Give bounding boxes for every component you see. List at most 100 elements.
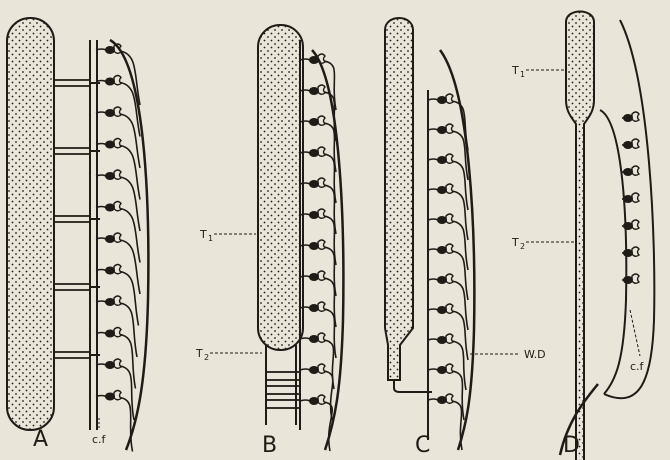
panel-d-unit-funnel (632, 193, 639, 202)
panel-a-unit-funnel (114, 359, 121, 368)
panel-c-vas-efferens (394, 380, 432, 392)
panel-d-cf-label: c.f (630, 360, 645, 373)
panel-b-t1-label: T (199, 228, 207, 241)
panel-a-unit (96, 296, 137, 357)
panel-b-t2-sub: 2 (204, 353, 209, 362)
panel-c-unit (428, 184, 468, 240)
panel-b-unit-stalk (300, 400, 310, 401)
panel-b-unit-stalk (300, 183, 310, 184)
panel-b-unit-funnel (318, 395, 325, 404)
panel-a-unit-stalk (96, 238, 106, 239)
panel-b-lower-segments (266, 372, 300, 408)
panel-c-unit-stalk (428, 129, 438, 130)
panel-b-lower-segment (266, 386, 300, 394)
panel-a-unit-tubule (120, 335, 136, 389)
panel-c-unit (428, 274, 468, 330)
panel-b-unit-stalk (300, 121, 310, 122)
panel-c-unit (428, 214, 468, 270)
panel-a-unit-stalk (96, 144, 106, 145)
panel-a-testis-body (7, 18, 54, 430)
panel-a-transverse-duct (54, 80, 90, 86)
panel-a-unit-funnel (114, 76, 121, 85)
panel-c-unit-funnel (446, 124, 453, 133)
panel-d-unit (622, 112, 639, 122)
panel-a-unit-funnel (114, 107, 121, 116)
panel-c-unit-stalk (428, 369, 438, 370)
panel-b-unit (300, 333, 334, 389)
panel-c-unit-funnel (446, 154, 453, 163)
panel-b-unit-stalk (300, 338, 310, 339)
panel-a-unit-tubule (120, 398, 133, 452)
panel-c-testis (385, 18, 413, 380)
panel-a-transverse-duct (54, 148, 90, 154)
panel-b: T 1 T 2 B (195, 25, 343, 458)
panel-c-unit-funnel (446, 304, 453, 313)
panel-a-unit-tubule (120, 303, 137, 357)
panel-b-outer-wall (312, 50, 343, 450)
panel-a-unit-funnel (114, 233, 121, 242)
panel-a-unit-stalk (96, 112, 106, 113)
panel-c-unit-stalk (428, 219, 438, 220)
panel-b-unit-funnel (318, 209, 325, 218)
panel-a-gonad-column (7, 18, 54, 430)
panel-d-unit (622, 274, 639, 284)
panel-c-unit (428, 94, 468, 150)
panel-a-unit-funnel (114, 328, 121, 337)
panel-b-unit (300, 178, 336, 234)
panel-b-unit-funnel (318, 271, 325, 280)
panel-b-unit-stalk (300, 245, 310, 246)
panel-d-unit (622, 166, 639, 176)
panel-c-unit-funnel (446, 274, 453, 283)
panel-b-unit-stalk (300, 59, 310, 60)
panel-c-unit-tubule (452, 341, 466, 390)
panel-c: W.D C (385, 18, 546, 458)
panel-b-unit (300, 147, 336, 203)
panel-a-unit (96, 359, 134, 420)
panel-a-unit-funnel (114, 296, 121, 305)
panel-d-t2-sub: 2 (520, 242, 525, 251)
panel-d-t2-label: T (511, 236, 519, 249)
panel-a-label: A (33, 427, 48, 452)
panel-c-units (428, 94, 468, 450)
panel-c-unit (428, 304, 468, 360)
panel-d-units (622, 112, 639, 284)
panel-c-label: C (415, 433, 430, 458)
panel-a-unit (96, 328, 136, 389)
panel-b-unit-funnel (318, 178, 325, 187)
panel-a-transverse-duct (54, 216, 90, 222)
panel-a: A c.f (7, 18, 148, 452)
panel-d-unit (622, 139, 639, 149)
panel-c-unit-funnel (446, 184, 453, 193)
panel-a-unit-stalk (96, 396, 106, 397)
panel-d-unit (622, 247, 639, 257)
panel-c-unit-stalk (428, 249, 438, 250)
panel-d-t1-sub: 1 (520, 70, 525, 79)
panel-a-unit-stalk (96, 333, 106, 334)
panel-a-unit-tubule (120, 272, 139, 326)
panel-a-unit-stalk (96, 81, 106, 82)
panel-b-unit-stalk (300, 369, 310, 370)
panel-b-unit (300, 271, 336, 327)
panel-b-lower-segment (266, 372, 300, 380)
panel-b-unit-stalk (300, 276, 310, 277)
panel-c-unit-funnel (446, 214, 453, 223)
panel-c-unit-stalk (428, 399, 438, 400)
panel-a-units (96, 44, 140, 452)
panel-d-unit-funnel (632, 220, 639, 229)
panel-a-transverse-ducts (54, 80, 100, 358)
panel-c-unit (428, 124, 468, 180)
panel-b-unit-funnel (318, 333, 325, 342)
panel-b-unit (300, 302, 336, 358)
panel-a-transverse-duct (54, 284, 90, 290)
panel-c-unit (428, 154, 468, 210)
panel-c-unit-stalk (428, 159, 438, 160)
panel-c-unit-funnel (446, 334, 453, 343)
panel-b-unit-funnel (318, 85, 325, 94)
panel-a-unit-stalk (96, 270, 106, 271)
panel-c-unit-funnel (446, 244, 453, 253)
panel-a-unit-stalk (96, 364, 106, 365)
panel-b-t1-sub: 1 (208, 234, 213, 243)
panel-a-unit-funnel (114, 202, 121, 211)
panel-a-unit-stalk (96, 301, 106, 302)
